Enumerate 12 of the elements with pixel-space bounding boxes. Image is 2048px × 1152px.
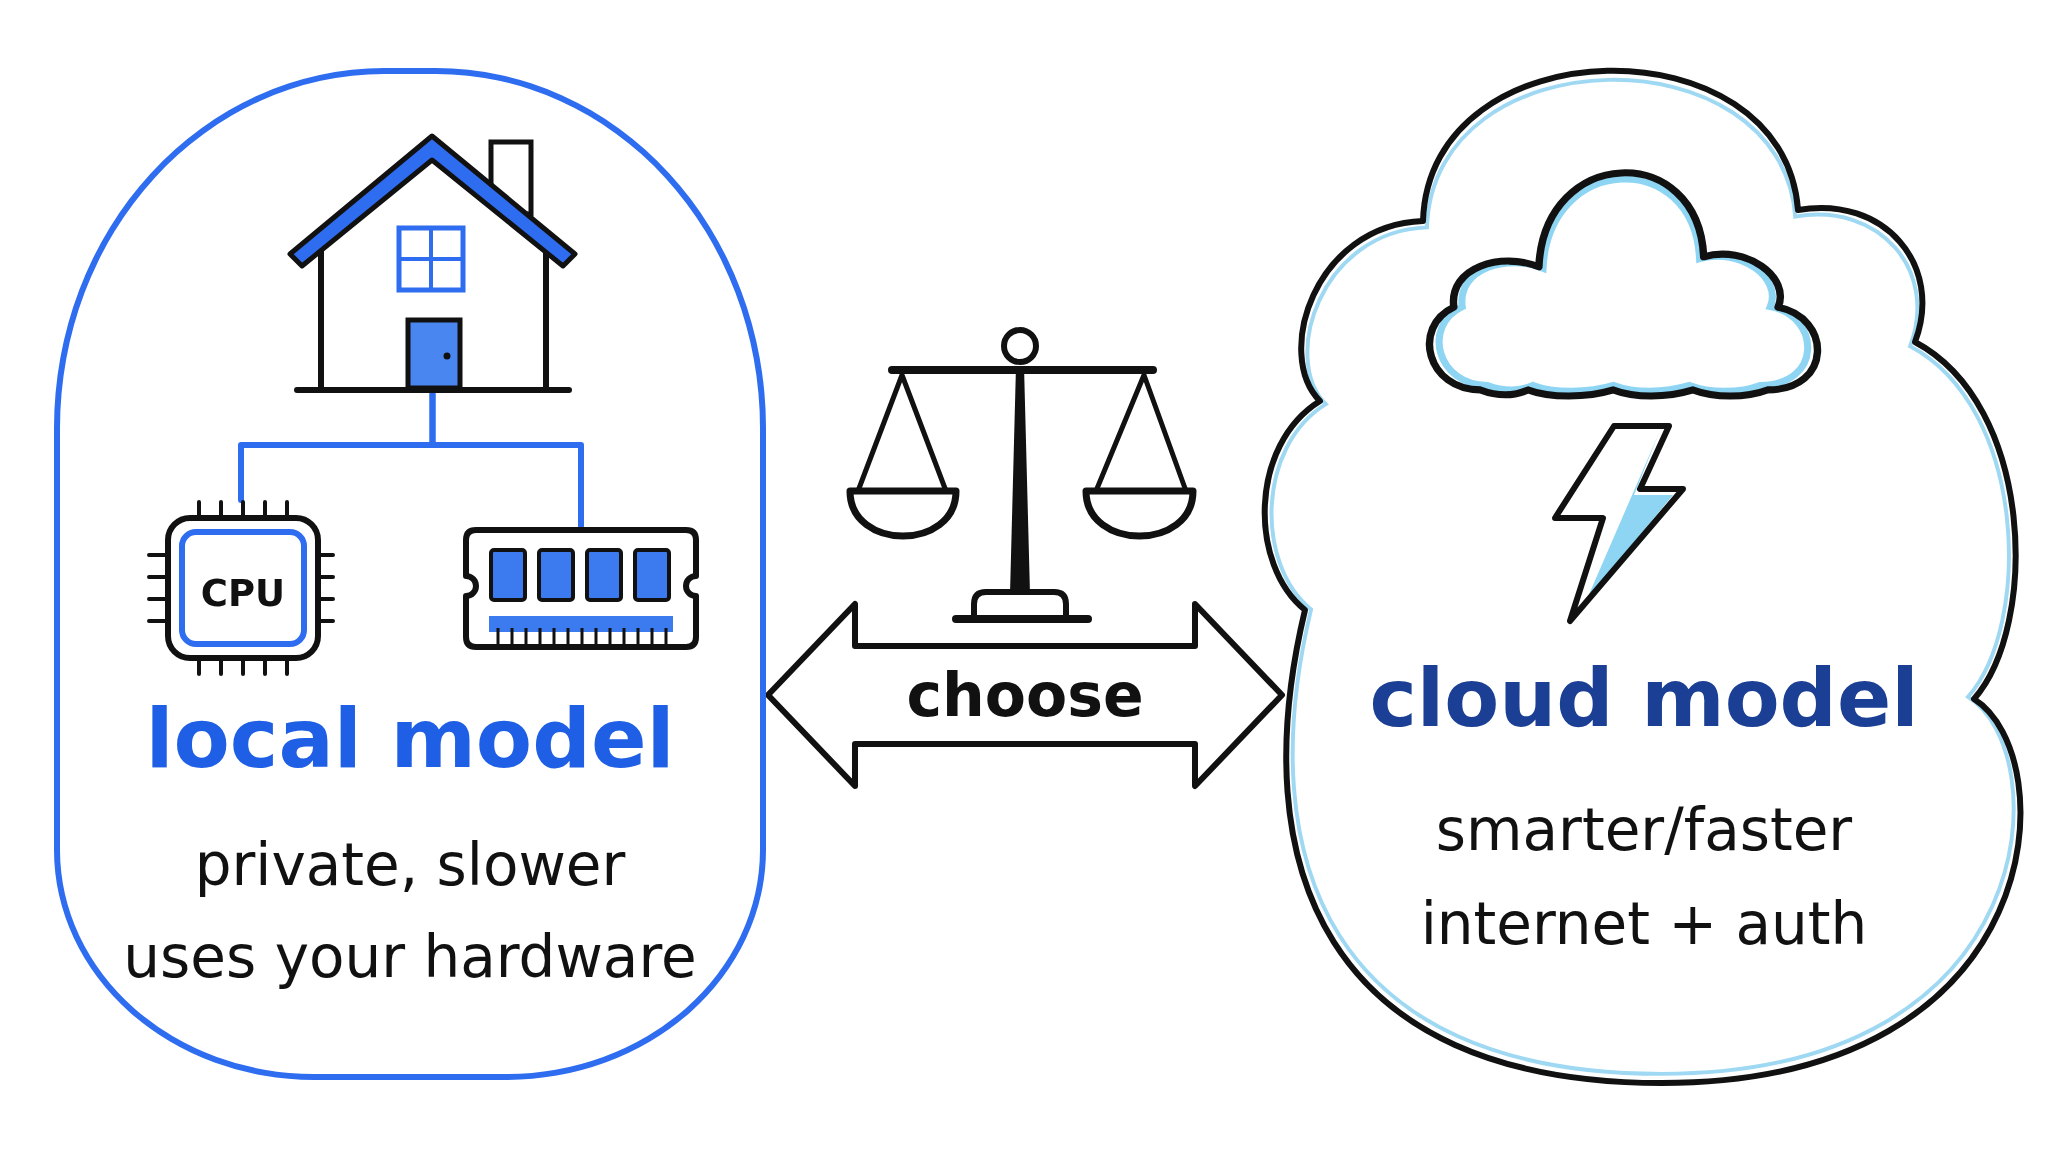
node-text: smarter/faster [1434, 796, 1854, 866]
memory-module-icon [462, 526, 700, 651]
node-title: cloud model [1368, 651, 1920, 747]
node-text: uses your hardware [122, 923, 698, 993]
node-text: private, slower [193, 831, 627, 901]
connector-line [429, 391, 584, 529]
chip-label: CPU [199, 572, 287, 617]
rounded-panel [54, 68, 766, 1080]
double-arrow [765, 601, 1285, 789]
node-text: internet + auth [1419, 890, 1869, 960]
node-title: local model [144, 690, 676, 788]
cpu-chip [147, 500, 335, 676]
